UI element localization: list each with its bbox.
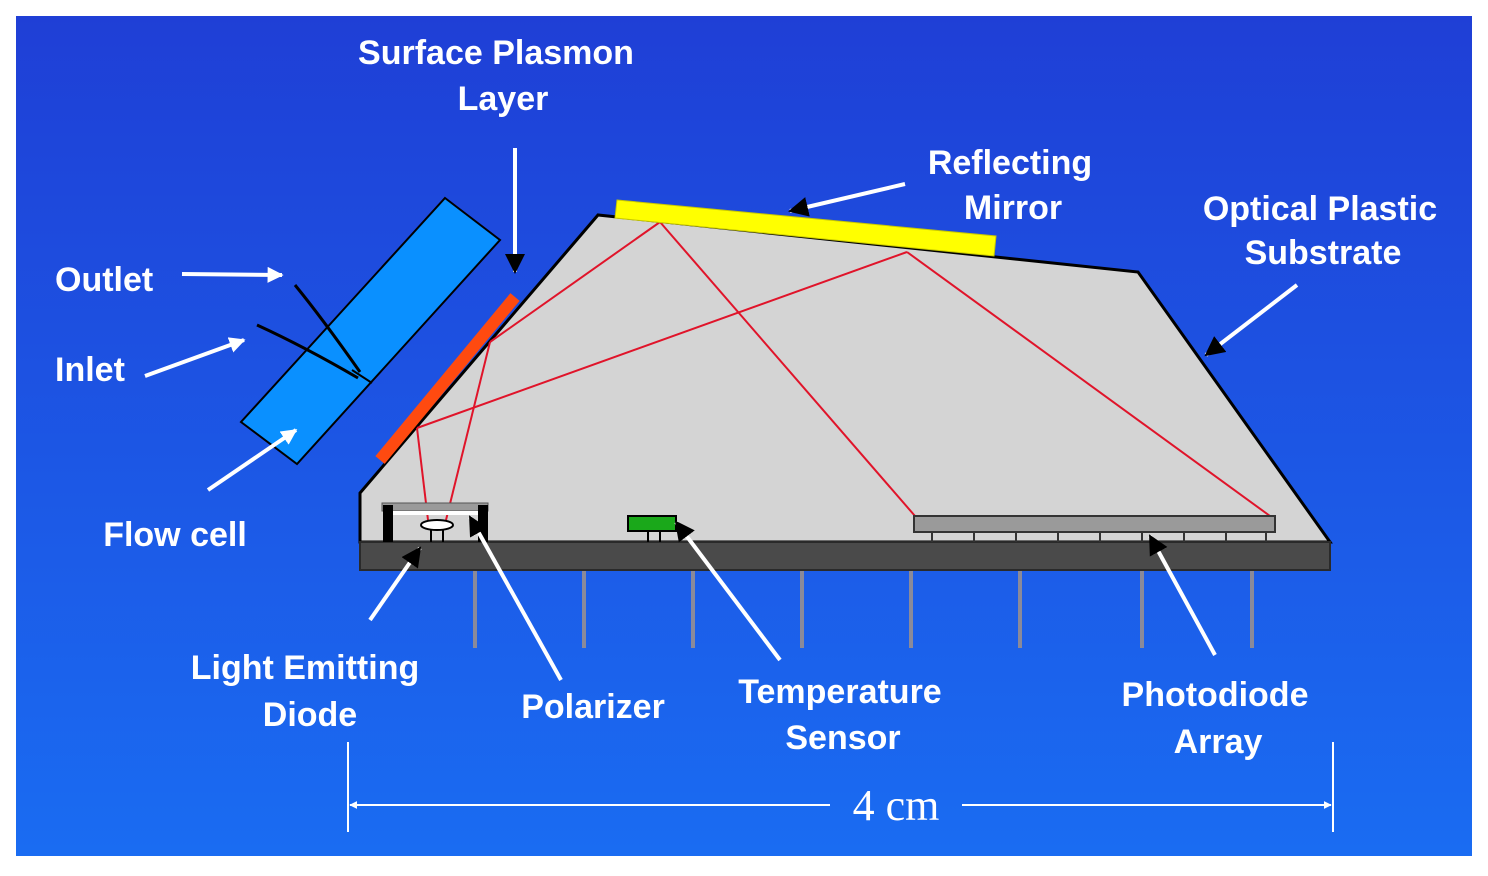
label-led-1: Light Emitting (191, 649, 420, 687)
arrow-outlet (181, 266, 284, 283)
flow-cell (239, 196, 502, 466)
label-led-2: Diode (263, 696, 357, 734)
label-reflecting-2: Mirror (964, 189, 1062, 227)
labels: Surface Plasmon Layer Reflecting Mirror … (55, 34, 1437, 830)
photodiode-array (913, 515, 1276, 542)
optical-plastic-substrate (358, 213, 1333, 544)
pointer-arrows (144, 148, 1299, 681)
arrow-optical-substrate (1204, 283, 1299, 357)
label-surface-plasmon-1: Surface Plasmon (358, 34, 634, 72)
label-polarizer: Polarizer (521, 688, 665, 726)
arrow-inlet (144, 337, 246, 378)
surface-plasmon-layer (375, 293, 520, 464)
label-outlet: Outlet (55, 261, 153, 299)
arrow-led (368, 546, 422, 622)
board-pins (473, 570, 1254, 648)
label-flow-cell: Flow cell (103, 516, 247, 554)
label-optical-2: Substrate (1245, 234, 1402, 272)
reflecting-mirror (614, 199, 997, 257)
arrow-polarizer (468, 515, 563, 681)
label-optical-1: Optical Plastic (1203, 190, 1437, 228)
circuit-board (359, 541, 1331, 571)
label-photodiode-1: Photodiode (1122, 676, 1309, 714)
label-photodiode-2: Array (1174, 723, 1263, 761)
label-scale: 4 cm (853, 781, 940, 830)
inlet-tube (256, 323, 359, 380)
label-reflecting-1: Reflecting (928, 144, 1092, 182)
label-temperature-1: Temperature (738, 673, 941, 711)
light-emitting-diode (420, 519, 454, 542)
outlet-tube (293, 284, 362, 373)
label-inlet: Inlet (55, 351, 125, 389)
arrow-photodiode (1148, 534, 1217, 656)
arrow-reflecting-mirror (788, 182, 906, 217)
arrow-temperature-sensor (674, 520, 782, 662)
label-temperature-2: Sensor (785, 719, 900, 757)
scale-bar (347, 742, 1334, 832)
arrow-flow-cell (206, 428, 298, 492)
flow-cell-channel (351, 369, 373, 384)
label-surface-plasmon-2: Layer (458, 80, 549, 118)
